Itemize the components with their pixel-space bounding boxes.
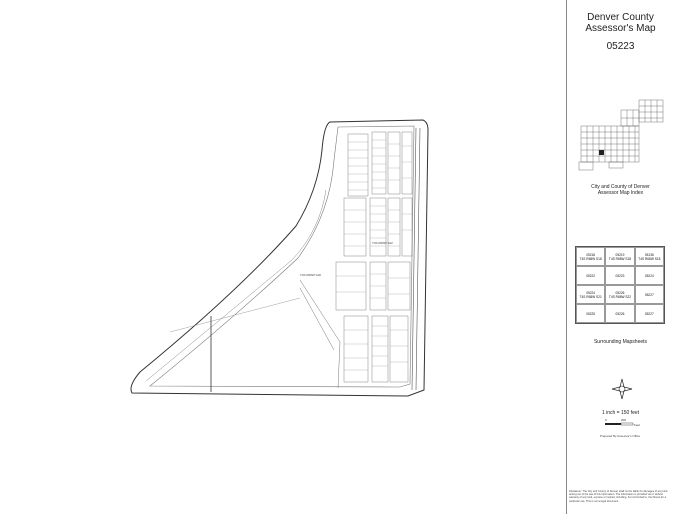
- road-line-4: [169, 297, 301, 333]
- surrounding-cell[interactable]: 05224: [634, 266, 664, 285]
- section-label-1: T4S R68W S18: [300, 273, 321, 277]
- parcel-map-drawing: T4S R68W S18 T4S R68W S22: [130, 119, 429, 397]
- panel-divider: [566, 0, 567, 514]
- county-title: Denver County: [587, 12, 654, 23]
- surrounding-cell[interactable]: 05227: [634, 304, 664, 323]
- scale-bar: 0 200 Feet: [605, 418, 640, 427]
- scale-tick-0: 0: [605, 418, 607, 422]
- lot-lines: [336, 139, 412, 371]
- surrounding-cell-current[interactable]: 05223: [605, 266, 635, 285]
- map-boundary: [130, 119, 429, 397]
- prepared-note: Prepared By Assessor's Office: [599, 434, 641, 438]
- map-number: 05223: [606, 41, 635, 52]
- road-edge-2: [415, 127, 421, 391]
- index-caption-1: City and County of Denver: [591, 184, 650, 190]
- scale-unit: Feet: [634, 423, 640, 427]
- road-curve-3: [299, 287, 335, 351]
- surrounding-cell[interactable]: 05222: [576, 266, 606, 285]
- road-outline: [149, 125, 415, 388]
- surrounding-cell[interactable]: 05225: [576, 304, 606, 323]
- parcel-blocks: [335, 131, 413, 383]
- map-type-title: Assessor's Map: [585, 23, 656, 34]
- index-map[interactable]: [575, 96, 671, 180]
- north-arrow-icon: [611, 378, 633, 400]
- scale-text: 1 inch = 150 feet: [601, 410, 640, 416]
- road-curve-2: [299, 279, 341, 389]
- section-label-2: T4S R68W S22: [372, 241, 393, 245]
- surrounding-cell[interactable]: 05227: [634, 285, 664, 304]
- legend-panel: Denver County Assessor's Map 05223 City …: [567, 0, 674, 514]
- disclaimer-text: Disclaimer: The City and County of Denve…: [569, 490, 668, 503]
- scale-tick-1: 200: [621, 418, 626, 422]
- parcel-map[interactable]: T4S R68W S18 T4S R68W S22: [0, 0, 566, 514]
- current-sheet-marker: [599, 150, 604, 155]
- surrounding-cell[interactable]: 05226: [605, 304, 635, 323]
- road-curve: [145, 189, 327, 382]
- road-edge: [411, 127, 417, 391]
- index-caption-2: Assessor Map Index: [597, 190, 644, 196]
- surrounding-caption: Surrounding Mapsheets: [593, 339, 648, 345]
